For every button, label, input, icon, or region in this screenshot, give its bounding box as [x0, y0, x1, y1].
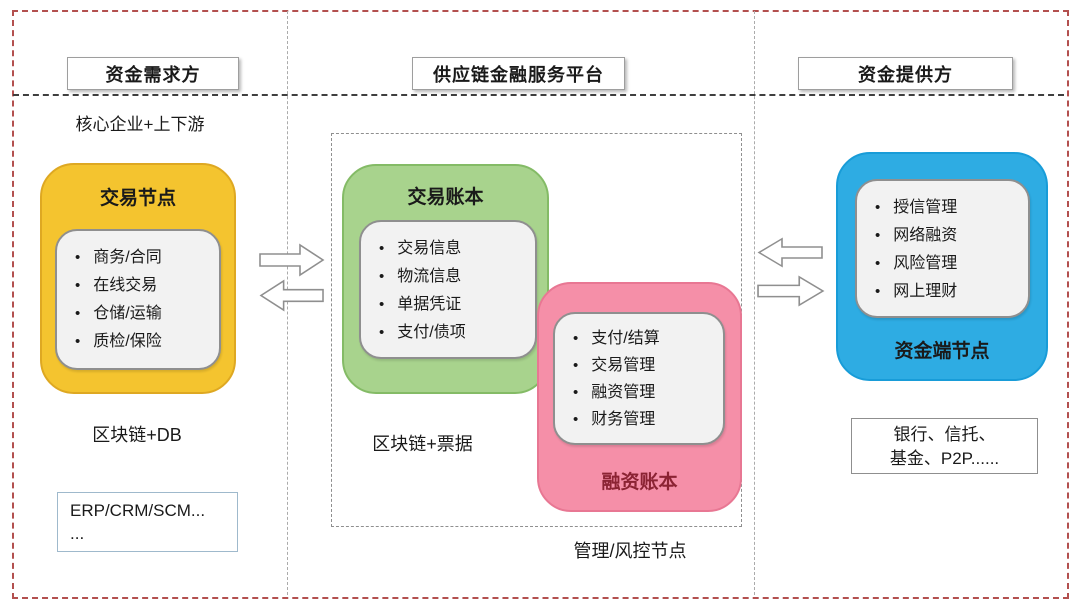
- header-platform-label: 供应链金融服务平台: [433, 64, 604, 85]
- blockchain-bill-label: 区块链+票据: [372, 434, 473, 454]
- erp-systems-line2: ...: [70, 524, 85, 543]
- list-item: 仓储/运输: [75, 300, 219, 328]
- list-item: 网络融资: [875, 222, 1028, 250]
- header-fund-demand-side: 资金需求方: [67, 57, 239, 90]
- header-fund-provider-label: 资金提供方: [858, 64, 953, 85]
- finance-ledger-list: 支付/结算 交易管理 融资管理 财务管理: [555, 314, 723, 433]
- list-item: 在线交易: [75, 272, 219, 300]
- fund-node-panel: 授信管理 网络融资 风险管理 网上理财: [855, 179, 1030, 318]
- finance-ledger-panel: 支付/结算 交易管理 融资管理 财务管理: [553, 312, 725, 445]
- list-item: 商务/合同: [75, 244, 219, 272]
- header-underline: [13, 94, 1064, 96]
- erp-systems-box: ERP/CRM/SCM... ...: [57, 492, 238, 552]
- arrow-right-icon: [259, 243, 325, 277]
- list-item: 支付/债项: [379, 319, 535, 347]
- arrow-left-icon: [757, 237, 823, 268]
- fund-node-box: 授信管理 网络融资 风险管理 网上理财 资金端节点: [836, 152, 1048, 381]
- list-item: 风险管理: [875, 250, 1028, 278]
- list-item: 质检/保险: [75, 328, 219, 356]
- header-platform: 供应链金融服务平台: [412, 57, 625, 90]
- header-fund-demand-label: 资金需求方: [105, 64, 201, 85]
- core-enterprise-subtitle: 核心企业+上下游: [75, 115, 205, 134]
- risk-control-node-label: 管理/风控节点: [573, 541, 687, 561]
- list-item: 单据凭证: [379, 291, 535, 319]
- fund-providers-line1: 银行、信托、: [893, 425, 996, 444]
- trade-ledger-title: 交易账本: [407, 187, 484, 208]
- fund-node-list: 授信管理 网络融资 风险管理 网上理财: [857, 181, 1028, 306]
- list-item: 交易管理: [573, 352, 723, 379]
- list-item: 网上理财: [875, 278, 1028, 306]
- list-item: 财务管理: [573, 406, 723, 433]
- finance-ledger-box: 支付/结算 交易管理 融资管理 财务管理 融资账本: [537, 282, 742, 512]
- list-item: 授信管理: [875, 194, 1028, 222]
- column-divider-left: [287, 11, 288, 595]
- list-item: 支付/结算: [573, 325, 723, 352]
- erp-systems-line1: ERP/CRM/SCM...: [70, 501, 206, 520]
- trade-node-list: 商务/合同 在线交易 仓储/运输 质检/保险: [57, 231, 219, 356]
- list-item: 物流信息: [379, 263, 535, 291]
- arrow-left-icon: [259, 279, 324, 312]
- trade-ledger-box: 交易账本 交易信息 物流信息 单据凭证 支付/债项: [342, 164, 549, 394]
- trade-ledger-list: 交易信息 物流信息 单据凭证 支付/债项: [361, 222, 535, 347]
- blockchain-db-label: 区块链+DB: [92, 425, 182, 445]
- fund-providers-line2: 基金、P2P......: [889, 449, 1000, 468]
- list-item: 交易信息: [379, 235, 535, 263]
- trade-node-panel: 商务/合同 在线交易 仓储/运输 质检/保险: [55, 229, 221, 370]
- fund-providers-box: 银行、信托、 基金、P2P......: [851, 418, 1038, 474]
- diagram-outer-border: [12, 10, 1069, 599]
- trade-node-title: 交易节点: [99, 188, 176, 209]
- header-fund-provider-side: 资金提供方: [798, 57, 1013, 90]
- finance-ledger-title: 融资账本: [601, 472, 678, 493]
- arrow-right-icon: [757, 275, 825, 307]
- list-item: 融资管理: [573, 379, 723, 406]
- column-divider-right: [754, 11, 755, 595]
- fund-node-title: 资金端节点: [894, 341, 990, 362]
- trade-node-box: 交易节点 商务/合同 在线交易 仓储/运输 质检/保险: [40, 163, 236, 394]
- trade-ledger-panel: 交易信息 物流信息 单据凭证 支付/债项: [359, 220, 537, 359]
